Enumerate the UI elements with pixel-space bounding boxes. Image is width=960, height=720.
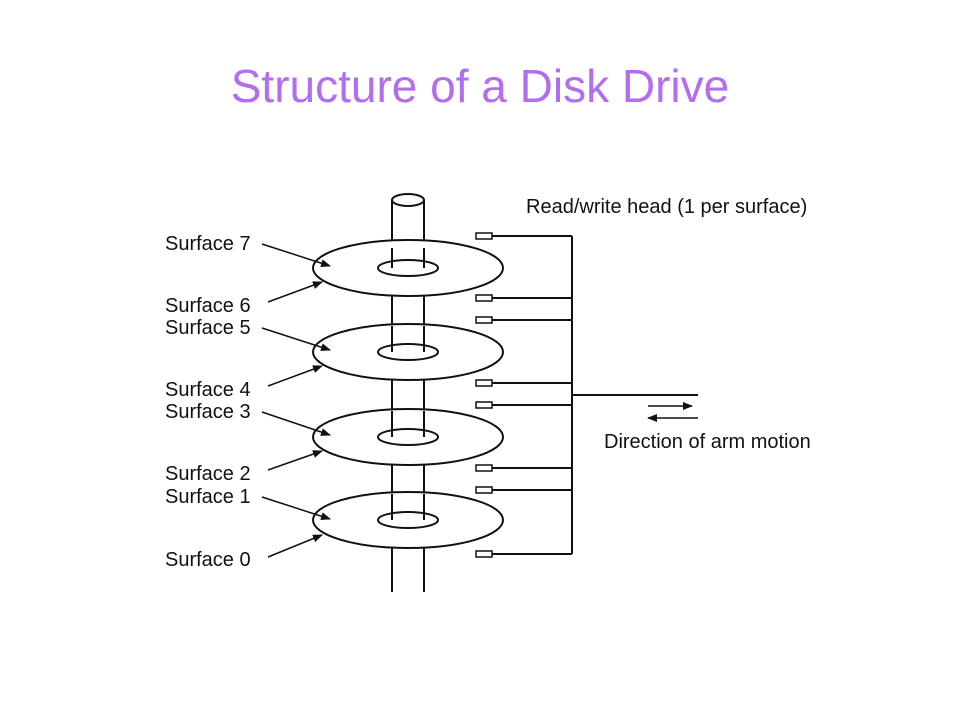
surface-label: Surface 3 (165, 401, 251, 423)
surface-arrows (261, 243, 331, 558)
read-write-head-label: Read/write head (1 per surface) (526, 196, 807, 218)
arm-motion-label: Direction of arm motion (604, 431, 811, 453)
slide-title: Structure of a Disk Drive (230, 60, 730, 112)
platter (312, 323, 504, 381)
arm-motion-arrows (647, 402, 698, 422)
surface-label: Surface 6 (165, 295, 251, 317)
read-write-heads (475, 232, 493, 558)
arm-assembly (492, 235, 698, 555)
platter (312, 491, 504, 549)
surface-label: Surface 0 (165, 549, 251, 571)
surface-label: Surface 2 (165, 463, 251, 485)
platter (312, 239, 504, 297)
surface-label: Surface 1 (165, 486, 251, 508)
surface-label: Surface 5 (165, 317, 251, 339)
surface-label: Surface 7 (165, 233, 251, 255)
platter (312, 408, 504, 466)
surface-label: Surface 4 (165, 379, 251, 401)
